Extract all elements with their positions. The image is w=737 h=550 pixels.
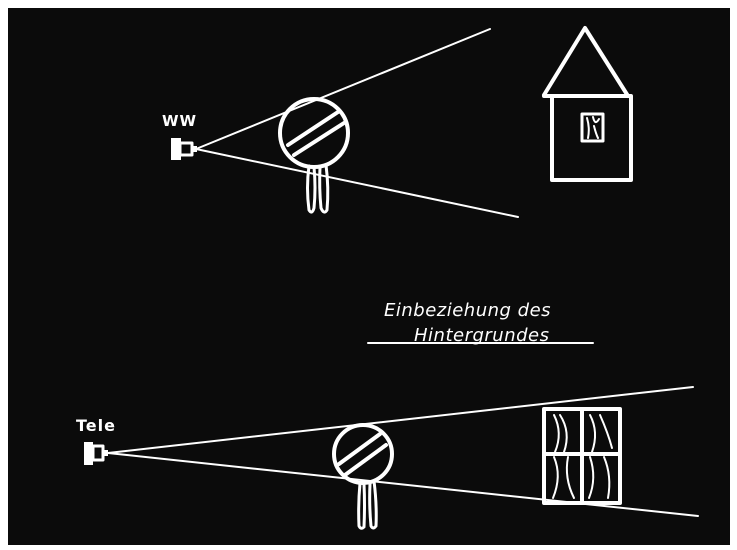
label-wide-angle: WW <box>162 114 197 129</box>
caption-line-2: Hintergrundes <box>414 327 550 345</box>
label-telephoto: Tele <box>76 418 116 434</box>
camera-wide-icon <box>171 138 197 160</box>
window-icon <box>544 409 620 503</box>
tele-view-line-upper <box>108 387 693 453</box>
caption-line-1: Einbeziehung des <box>384 302 551 320</box>
wide-angle-scene <box>171 28 631 217</box>
telephoto-scene <box>84 387 698 528</box>
house-icon <box>544 28 631 180</box>
wide-view-line-upper <box>196 29 490 149</box>
perspective-diagram <box>8 8 730 545</box>
camera-tele-icon <box>84 442 108 465</box>
wide-view-line-lower <box>196 149 518 217</box>
person-tele-icon <box>334 425 392 528</box>
person-wide-icon <box>280 99 348 212</box>
drawing-board: WW Tele Einbeziehung des Hintergrundes <box>8 8 730 545</box>
